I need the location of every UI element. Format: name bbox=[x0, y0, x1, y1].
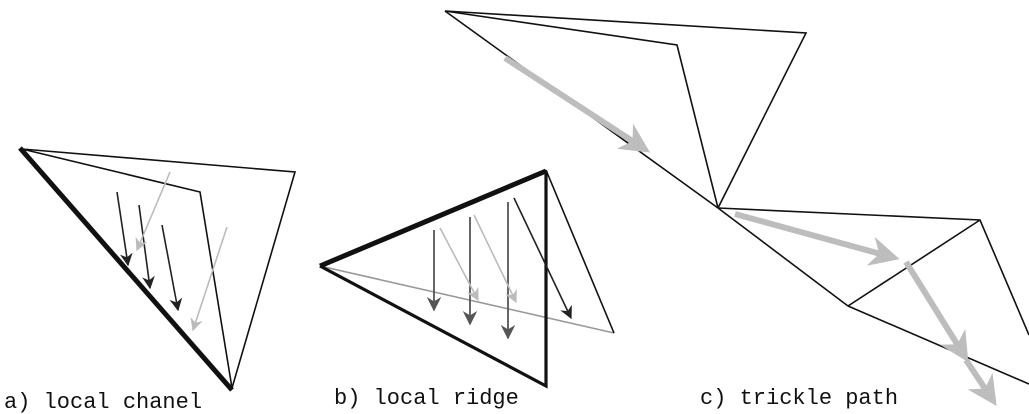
upper-triangle-back bbox=[444, 10, 808, 209]
upper-triangle-front bbox=[444, 10, 719, 209]
panel-c-trickle-path bbox=[444, 10, 1029, 406]
lower-edge-left bbox=[717, 207, 849, 307]
panel-b-local-ridge bbox=[319, 168, 615, 389]
panel-a-local-chanel bbox=[18, 146, 297, 392]
triangle-front bbox=[21, 148, 233, 389]
ridge-top-edge bbox=[319, 168, 547, 269]
flow-arrow bbox=[190, 226, 228, 332]
ridge-back-edge bbox=[319, 265, 615, 334]
lower-mid-edge bbox=[847, 219, 981, 307]
flow-arrow bbox=[138, 204, 155, 290]
lower-triangles bbox=[717, 207, 1029, 336]
caption-b: b) local ridge bbox=[334, 386, 519, 411]
flow-arrows-b bbox=[426, 197, 572, 340]
caption-a: a) local chanel bbox=[4, 390, 202, 414]
trickle-arrow-4 bbox=[963, 358, 997, 406]
flow-arrows-a bbox=[116, 171, 228, 332]
flow-arrow bbox=[513, 197, 572, 320]
triangle-back bbox=[545, 169, 615, 334]
caption-c: c) trickle path bbox=[700, 386, 898, 411]
trickle-path-arrows bbox=[503, 55, 997, 406]
panel-a-triangles bbox=[21, 148, 297, 389]
triangle-back bbox=[21, 148, 297, 389]
trickle-arrow-2 bbox=[734, 211, 900, 266]
flow-arrow bbox=[135, 171, 171, 252]
triangle-front bbox=[319, 171, 548, 389]
flow-arrow bbox=[439, 227, 479, 302]
panel-c-triangles bbox=[444, 10, 1029, 385]
lower-bottom-edge bbox=[847, 305, 1029, 385]
channel-edge bbox=[18, 146, 234, 392]
trickle-arrow-1 bbox=[503, 55, 651, 153]
flow-arrow bbox=[116, 191, 133, 267]
flow-arrow bbox=[161, 224, 183, 312]
flow-arrow bbox=[473, 214, 517, 304]
trickle-arrow-3 bbox=[903, 260, 969, 363]
